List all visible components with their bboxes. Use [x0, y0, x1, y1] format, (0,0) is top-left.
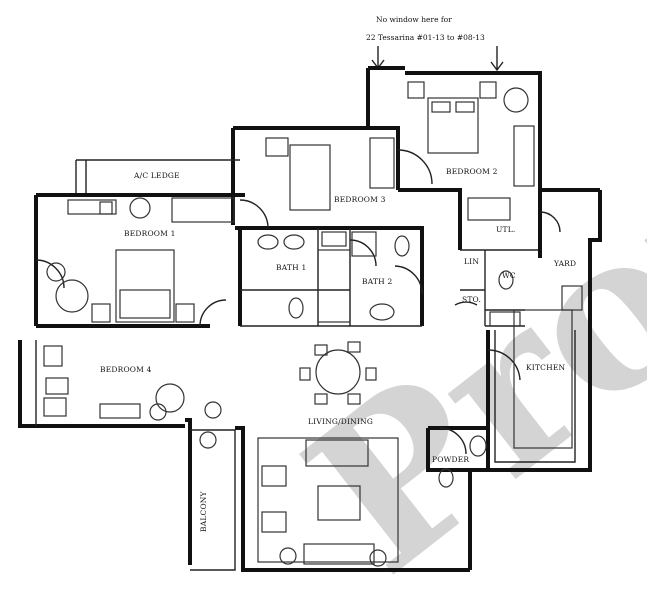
label-bath-1: BATH 1: [276, 263, 306, 272]
note-line-2: 22 Tessarina #01-13 to #08-13: [366, 33, 485, 42]
label-kitchen: KITCHEN: [526, 363, 566, 372]
label-wc: WC: [502, 271, 516, 280]
label-util: UTL.: [496, 225, 516, 234]
label-yard: YARD: [553, 259, 576, 268]
note-arrow-right: [490, 46, 504, 72]
furniture: [43, 81, 583, 567]
label-living-dining: LIVING/DINING: [308, 417, 373, 426]
note-line-1: No window here for: [376, 15, 452, 24]
label-sto: STO.: [462, 295, 481, 304]
label-bath-2: BATH 2: [362, 277, 392, 286]
label-lin: LIN: [464, 257, 479, 266]
label-bedroom-4: BEDROOM 4: [100, 365, 152, 374]
label-powder: POWDER: [432, 455, 469, 464]
label-bedroom-3: BEDROOM 3: [334, 195, 386, 204]
room-labels: A/C LEDGE BEDROOM 1 BEDROOM 2 BEDROOM 3 …: [100, 167, 576, 532]
label-balcony: BALCONY: [199, 490, 208, 532]
label-ac-ledge: A/C LEDGE: [133, 171, 180, 180]
label-bedroom-1: BEDROOM 1: [124, 229, 176, 238]
note-arrow-left: [371, 46, 385, 70]
label-bedroom-2: BEDROOM 2: [446, 167, 498, 176]
doors: [35, 149, 561, 455]
